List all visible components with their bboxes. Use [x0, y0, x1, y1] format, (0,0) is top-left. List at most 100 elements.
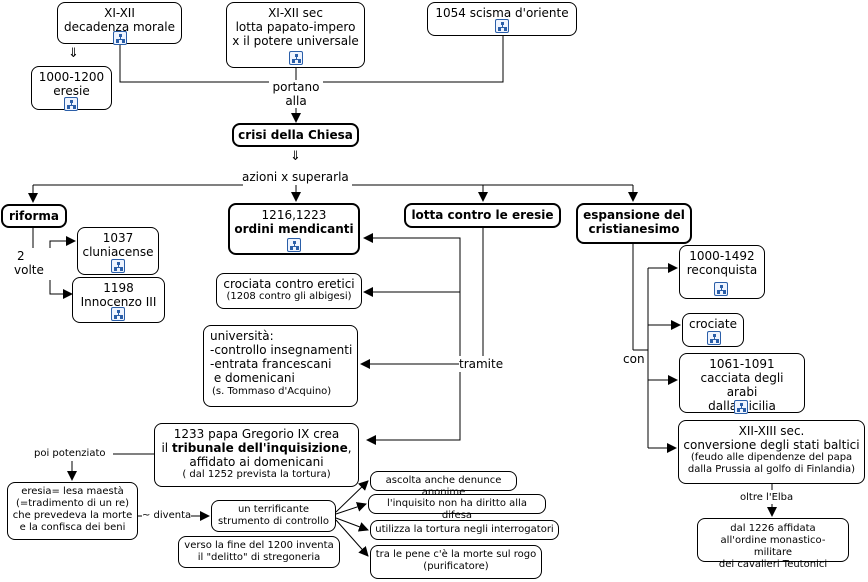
node-morte-rogo[interactable]: tra le pene c'è la morte sul rogo (purif…: [370, 545, 542, 579]
node-text: conversione degli stati baltici: [683, 438, 860, 452]
concept-map-link-icon[interactable]: [111, 259, 125, 273]
node-espansione-cristianesimo[interactable]: espansione del cristianesimo: [576, 203, 692, 244]
node-text: lotta contro le eresie: [411, 208, 554, 222]
node-text: espansione del: [583, 208, 685, 222]
node-text: il tribunale dell'inquisizione,: [159, 441, 354, 455]
node-text-part: il: [161, 441, 172, 455]
node-text: crisi della Chiesa: [238, 128, 353, 142]
concept-map-link-icon[interactable]: [111, 307, 125, 321]
node-crociate[interactable]: crociate: [682, 313, 744, 347]
arrow-down-implies: ⇓: [290, 149, 301, 164]
node-ordini-mendicanti[interactable]: 1216,1223 ordini mendicanti: [228, 203, 360, 255]
node-tortura-interrogatori[interactable]: utilizza la tortura negli interrogatori: [370, 520, 559, 540]
concept-map-link-icon[interactable]: [495, 19, 509, 33]
node-text-bold: tribunale dell'inquisizione: [171, 441, 348, 455]
node-text: cluniacense: [82, 245, 154, 259]
edge-volte-innocenzo: [49, 280, 73, 299]
label-tramite: tramite: [459, 357, 504, 371]
node-text: che prevedeva la morte: [12, 510, 133, 521]
node-scisma-oriente[interactable]: 1054 scisma d'oriente: [427, 2, 577, 36]
node-text: all'ordine monastico-militare: [720, 535, 826, 558]
node-text: ascolta anche denunce anonime: [385, 475, 502, 498]
node-text: utilizza la tortura negli interrogatori: [375, 524, 554, 535]
label-text: volte: [14, 263, 44, 277]
node-diritto-difesa[interactable]: l'inquisito non ha diritto alla difesa: [368, 494, 546, 521]
node-innocenzo-iii[interactable]: 1198 Innocenzo III: [72, 277, 165, 323]
edge-strumento-tortura: [335, 517, 369, 532]
node-text-part: ,: [347, 441, 352, 455]
node-cluniacense[interactable]: 1037 cluniacense: [77, 227, 159, 275]
concept-map-link-icon[interactable]: [64, 97, 78, 111]
concept-map-link-icon[interactable]: [113, 31, 127, 45]
node-text: 1054 scisma d'oriente: [435, 6, 569, 20]
label-oltre-elba: oltre l'Elba: [740, 492, 794, 504]
node-text: cristianesimo: [588, 222, 680, 236]
node-text: un terrificante: [237, 504, 310, 515]
node-crociata-eretici[interactable]: crociata contro eretici (1208 contro gli…: [216, 273, 362, 309]
node-text: dal 1226 affidata: [730, 523, 816, 534]
node-text: strumento di controllo: [218, 516, 329, 527]
node-text: XI-XII sec: [268, 6, 323, 20]
node-text: 1233 papa Gregorio IX crea: [173, 427, 340, 441]
node-text: 1061-1091: [709, 357, 775, 371]
node-eresie-1000-1200[interactable]: 1000-1200 eresie: [31, 66, 112, 111]
concept-map-link-icon[interactable]: [707, 331, 721, 345]
node-text: 1198: [103, 281, 134, 295]
label-text: alla: [285, 94, 307, 108]
label-text: 2: [17, 249, 25, 263]
node-text: l'inquisito non ha diritto alla difesa: [387, 498, 527, 521]
node-text: cacciata degli arabi: [700, 371, 784, 399]
node-lotta-papato-impero[interactable]: XI-XII sec lotta papato-impero x il pote…: [226, 2, 365, 68]
label-con: con: [623, 352, 645, 366]
node-text: 1216,1223: [261, 208, 327, 222]
node-stati-baltici[interactable]: XII-XIII sec. conversione degli stati ba…: [678, 420, 865, 484]
node-text: 1000-1492: [689, 249, 755, 263]
node-universita[interactable]: università: -controllo insegnamenti -ent…: [203, 325, 358, 407]
node-text: decadenza morale: [63, 20, 176, 34]
node-reconquista[interactable]: 1000-1492 reconquista: [679, 245, 765, 299]
label-azioni-x-superarla: azioni x superarla: [242, 170, 349, 184]
concept-map-link-icon[interactable]: [289, 51, 303, 65]
edge-volte-cluniacense: [49, 236, 76, 248]
node-denunce-anonime[interactable]: ascolta anche denunce anonime: [370, 471, 517, 498]
concept-map-link-icon[interactable]: [734, 400, 748, 414]
concept-map-link-icon[interactable]: [714, 282, 728, 296]
node-text: (feudo alle dipendenze del papa: [690, 452, 853, 463]
node-text: 1037: [102, 231, 134, 245]
label-text: portano: [272, 80, 320, 94]
node-cavalieri-teutonici[interactable]: dal 1226 affidata all'ordine monastico-m…: [697, 518, 849, 570]
node-text: (1208 contro gli albigesi): [226, 291, 352, 302]
node-text: Innocenzo III: [80, 295, 157, 309]
concept-map-link-icon[interactable]: [287, 238, 301, 252]
node-text: (purificatore): [423, 561, 489, 572]
node-stregoneria[interactable]: verso la fine del 1200 inventa il "delit…: [178, 536, 340, 568]
node-riforma[interactable]: riforma: [1, 204, 67, 228]
node-text: x il potere universale: [232, 34, 359, 48]
node-text: dei cavalieri Teutonici: [718, 559, 828, 570]
node-crisi-della-chiesa[interactable]: crisi della Chiesa: [232, 123, 359, 147]
node-text: affidato ai domenicani: [189, 455, 324, 469]
arrow-down-implies: ⇓: [68, 46, 79, 61]
node-text: XII-XIII sec.: [738, 424, 805, 438]
edge-tramite-ordini: [363, 233, 461, 356]
node-text: e domenicani: [210, 371, 295, 385]
node-strumento-controllo[interactable]: un terrificante strumento di controllo: [211, 500, 336, 532]
node-text: 1000-1200: [38, 70, 105, 84]
edge-strumento-rogo: [335, 519, 369, 557]
node-text: verso la fine del 1200 inventa: [184, 540, 334, 551]
node-text: tra le pene c'è la morte sul rogo: [375, 549, 537, 560]
label-2-volte: 2 volte: [14, 249, 44, 277]
node-text: eresie: [53, 84, 90, 98]
node-text: crociate: [689, 317, 737, 331]
node-cacciata-arabi-sicilia[interactable]: 1061-1091 cacciata degli arabi dalla Sic…: [679, 353, 805, 414]
node-decadenza-morale[interactable]: XI-XII decadenza morale: [57, 2, 182, 45]
node-text: lotta papato-impero: [235, 20, 356, 34]
node-text: -controllo insegnamenti: [210, 343, 353, 357]
node-eresia-lesa-maesta[interactable]: eresia= lesa maestà (=tradimento di un r…: [7, 482, 138, 540]
node-lotta-contro-eresie[interactable]: lotta contro le eresie: [404, 203, 561, 228]
node-text: reconquista: [686, 263, 758, 277]
node-text: ordini mendicanti: [234, 222, 354, 236]
node-text: crociata contro eretici: [223, 277, 355, 291]
node-text: riforma: [8, 209, 59, 223]
node-tribunale-inquisizione[interactable]: 1233 papa Gregorio IX crea il tribunale …: [154, 423, 359, 487]
